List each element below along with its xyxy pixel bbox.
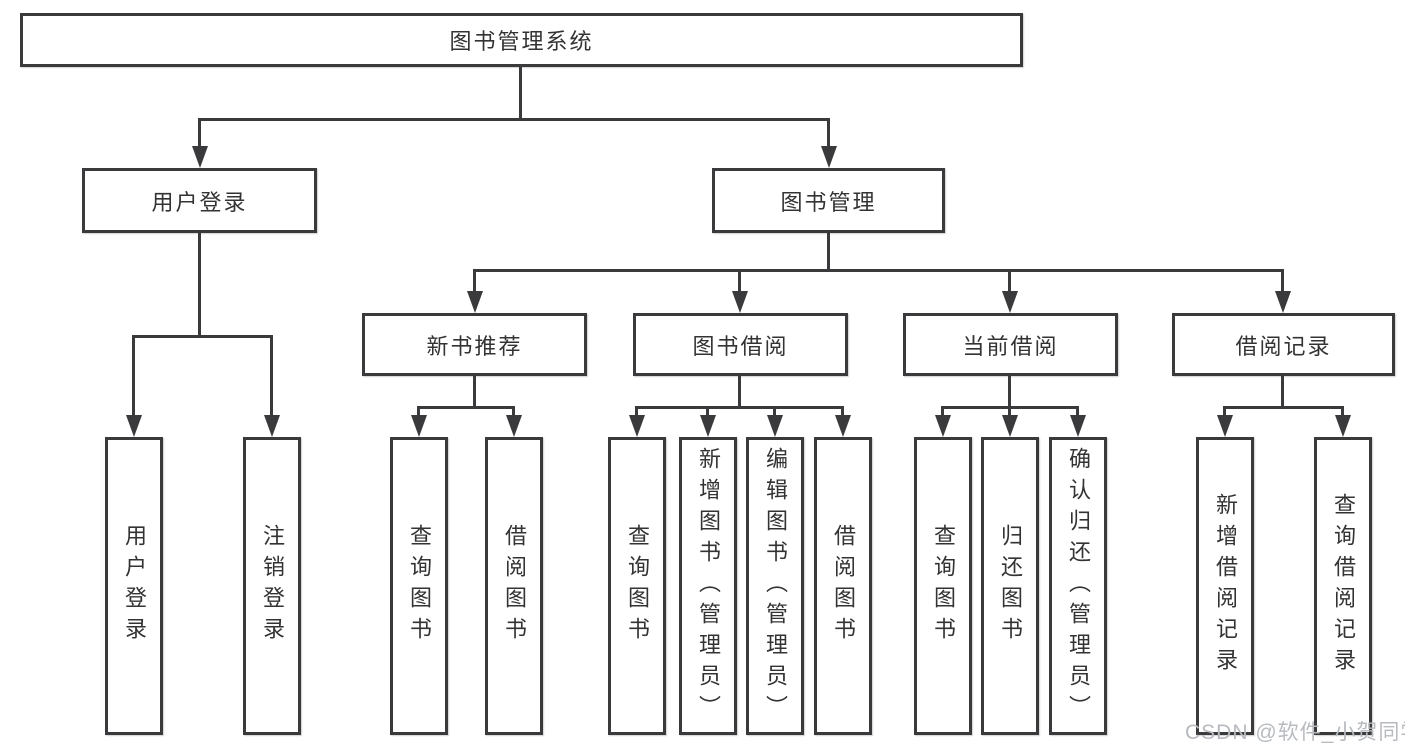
edge-records-add-shaft (1223, 406, 1226, 418)
leaf-borrowing-add-books-label: 新增图书（管理员） (696, 446, 721, 726)
node-book-borrowing: 图书借阅 (633, 313, 848, 376)
leaf-borrowing-edit-books-label: 编辑图书（管理员） (763, 446, 788, 726)
leaf-borrowing-add-books: 新增图书（管理员） (679, 437, 737, 735)
leaf-recommend-borrow-books: 借阅图书 (485, 437, 543, 735)
edge-borrowing-edit-shaft (773, 406, 776, 418)
node-book-borrowing-label: 图书借阅 (692, 333, 789, 359)
leaf-borrowing-query-books: 查询图书 (608, 437, 666, 735)
leaf-current-return-books: 归还图书 (981, 437, 1039, 735)
leaf-recommend-query-books: 查询图书 (390, 437, 448, 735)
edge-recommend-hbar (418, 406, 515, 409)
leaf-recommend-borrow-books-label: 借阅图书 (502, 524, 527, 648)
node-book-management-label: 图书管理 (780, 189, 877, 215)
edge-borrowing-stem (738, 376, 741, 408)
leaf-current-confirm-return: 确认归还（管理员） (1049, 437, 1107, 735)
node-user-login: 用户登录 (82, 168, 317, 233)
leaf-records-add-record-label: 新增借阅记录 (1213, 493, 1238, 679)
leaf-current-return-books-label: 归还图书 (998, 524, 1023, 648)
edge-borrowing-borrow-shaft (841, 406, 844, 418)
node-current-borrowing-label: 当前借阅 (962, 333, 1059, 359)
edge-recommend-stem (473, 376, 476, 408)
arrow-current-query-icon (935, 415, 951, 437)
node-root-label: 图书管理系统 (449, 29, 594, 54)
edge-book-borrowing-shaft (738, 269, 741, 293)
edge-book-management-shaft (827, 118, 830, 150)
leaf-borrowing-borrow-books-label: 借阅图书 (831, 524, 856, 648)
edge-current-query-shaft (941, 406, 944, 418)
leaf-records-add-record: 新增借阅记录 (1196, 437, 1254, 735)
edge-root-trunk (519, 67, 522, 118)
arrow-user-login-icon (192, 146, 208, 168)
arrow-records-add-icon (1217, 415, 1233, 437)
leaf-user-login-label: 用户登录 (122, 524, 147, 648)
arrow-recommend-borrow-icon (506, 415, 522, 437)
edge-recommend-query-shaft (417, 406, 420, 418)
edge-borrowing-hbar (636, 406, 844, 409)
node-current-borrowing: 当前借阅 (903, 313, 1118, 376)
arrow-leaf-logout-icon (264, 415, 280, 437)
edge-records-hbar (1224, 406, 1344, 409)
leaf-borrowing-query-books-label: 查询图书 (625, 524, 650, 648)
arrow-recommend-query-icon (411, 415, 427, 437)
watermark-text: CSDN @软件_小贺同学 (1185, 721, 1405, 744)
edge-current-stem (1008, 376, 1011, 408)
edge-user-login-hbar (133, 335, 273, 338)
edge-user-login-shaft (198, 118, 201, 150)
node-root: 图书管理系统 (20, 13, 1023, 67)
edge-new-book-recommend-shaft (473, 269, 476, 293)
arrow-borrowing-edit-icon (767, 415, 783, 437)
node-new-book-recommend-label: 新书推荐 (426, 333, 523, 359)
edge-user-login-stem (198, 233, 201, 337)
edge-records-query-shaft (1341, 406, 1344, 418)
leaf-current-query-books: 查询图书 (914, 437, 972, 735)
arrow-leaf-user-login-icon (126, 415, 142, 437)
node-book-management: 图书管理 (712, 168, 945, 233)
arrow-book-management-icon (821, 146, 837, 168)
edge-current-borrowing-shaft (1008, 269, 1011, 293)
leaf-current-query-books-label: 查询图书 (931, 524, 956, 648)
edge-borrowing-add-shaft (706, 406, 709, 418)
arrow-book-borrowing-icon (732, 291, 748, 313)
node-new-book-recommend: 新书推荐 (362, 313, 587, 376)
arrow-borrowing-query-icon (629, 415, 645, 437)
leaf-current-confirm-return-label: 确认归还（管理员） (1066, 446, 1091, 726)
edge-current-return-shaft (1008, 406, 1011, 418)
edge-recommend-borrow-shaft (512, 406, 515, 418)
leaf-records-query-record-label: 查询借阅记录 (1331, 493, 1356, 679)
edge-leaf-user-login-shaft (132, 335, 135, 417)
arrow-borrowing-add-icon (700, 415, 716, 437)
arrow-current-borrowing-icon (1002, 291, 1018, 313)
edge-current-confirm-shaft (1076, 406, 1079, 418)
leaf-records-query-record: 查询借阅记录 (1314, 437, 1372, 735)
leaf-borrowing-edit-books: 编辑图书（管理员） (746, 437, 804, 735)
edge-leaf-logout-shaft (270, 335, 273, 417)
node-borrowing-records-label: 借阅记录 (1235, 333, 1332, 359)
edge-records-stem (1281, 376, 1284, 408)
arrow-current-confirm-icon (1070, 415, 1086, 437)
edge-borrowing-records-shaft (1281, 269, 1284, 293)
node-borrowing-records: 借阅记录 (1172, 313, 1395, 376)
leaf-borrowing-borrow-books: 借阅图书 (814, 437, 872, 735)
arrow-current-return-icon (1002, 415, 1018, 437)
arrow-records-query-icon (1335, 415, 1351, 437)
node-user-login-label: 用户登录 (151, 189, 248, 215)
arrow-borrowing-records-icon (1275, 291, 1291, 313)
edge-borrowing-query-shaft (635, 406, 638, 418)
leaf-user-login: 用户登录 (105, 437, 163, 735)
arrow-new-book-recommend-icon (467, 291, 483, 313)
leaf-recommend-query-books-label: 查询图书 (407, 524, 432, 648)
edge-root-hbar (198, 118, 830, 121)
edge-book-management-hbar (473, 269, 1284, 272)
edge-book-management-stem (827, 233, 830, 272)
leaf-logout-login-label: 注销登录 (260, 524, 285, 648)
arrow-borrowing-borrow-icon (835, 415, 851, 437)
leaf-logout-login: 注销登录 (243, 437, 301, 735)
